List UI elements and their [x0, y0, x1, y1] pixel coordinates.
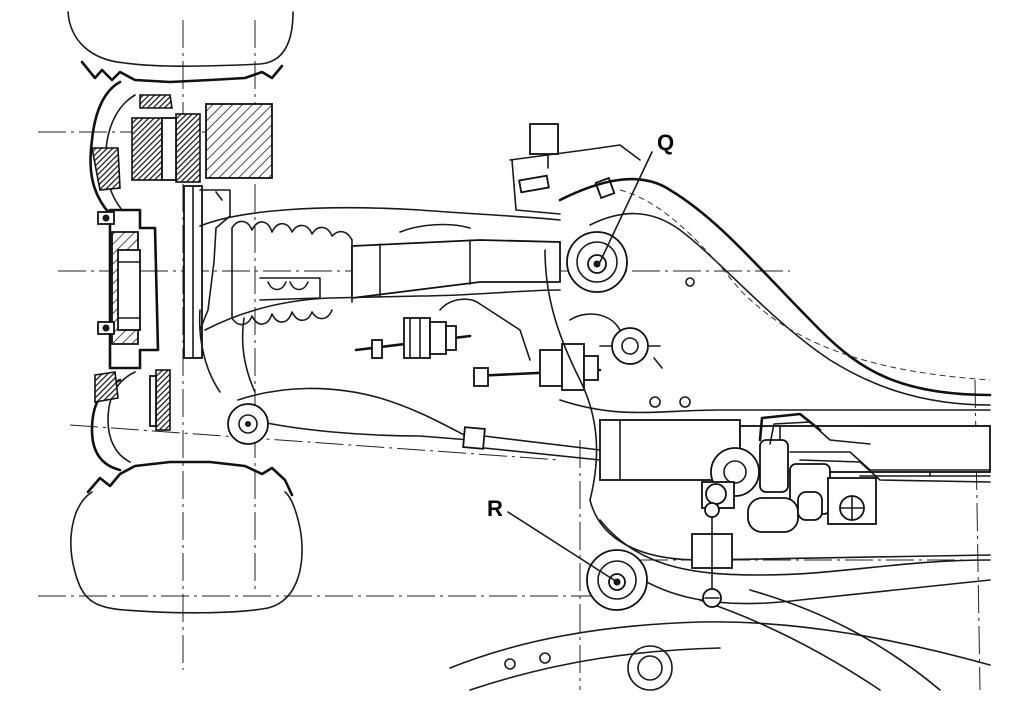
- wheel-tyre-assembly: [67, 11, 303, 614]
- callout-r-label: R: [487, 496, 503, 521]
- steering-rack: [599, 412, 991, 608]
- bush-r: [586, 549, 648, 611]
- callout-q-label: Q: [657, 130, 674, 155]
- link-hardware: [354, 298, 663, 391]
- callout-r: R: [487, 496, 615, 581]
- subframe: [449, 123, 992, 691]
- bush-q: [566, 231, 628, 293]
- driveshaft-assembly: [199, 206, 561, 331]
- brake-hub-assembly: [97, 103, 273, 431]
- callout-q: Q: [599, 130, 674, 263]
